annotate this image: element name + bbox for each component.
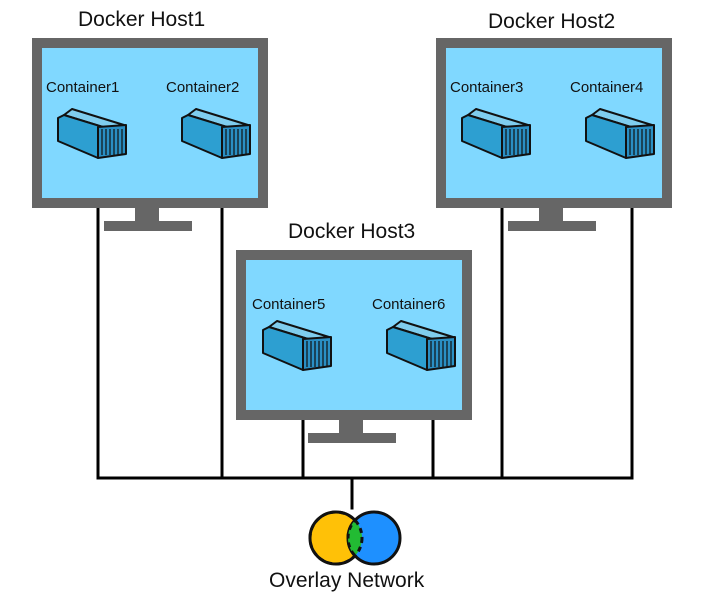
overlay-right-dashed-edge [346, 512, 362, 564]
overlay-network-label: Overlay Network [269, 569, 425, 592]
container1-icon [57, 108, 127, 159]
host1-title: Docker Host1 [78, 8, 206, 31]
container-end-face [625, 124, 655, 159]
container-end-face [97, 124, 127, 159]
container3-label: Container3 [450, 79, 524, 96]
container-end-face [302, 336, 332, 371]
overlay-network-icon [308, 510, 402, 566]
host2-title: Docker Host2 [488, 10, 616, 33]
monitor-neck [135, 208, 159, 221]
overlay-left-dashed-edge [308, 510, 364, 566]
container1-label: Container1 [46, 79, 120, 96]
container-end-face [501, 124, 531, 159]
container-end-face [426, 336, 456, 371]
container4-icon [585, 108, 655, 159]
monitor-base [308, 433, 396, 443]
monitor-base [508, 221, 596, 231]
container3-icon [461, 108, 531, 159]
monitor-neck [339, 420, 363, 433]
container4-label: Container4 [570, 79, 644, 96]
container5-label: Container5 [252, 296, 326, 313]
container2-icon [181, 108, 251, 159]
monitor-base [104, 221, 192, 231]
container5-icon [262, 320, 332, 371]
container6-label: Container6 [372, 296, 446, 313]
container-end-face [221, 124, 251, 159]
container6-icon [386, 320, 456, 371]
host3-title: Docker Host3 [288, 220, 416, 243]
container2-label: Container2 [166, 79, 240, 96]
monitor-neck [539, 208, 563, 221]
containers-layer [57, 108, 655, 371]
